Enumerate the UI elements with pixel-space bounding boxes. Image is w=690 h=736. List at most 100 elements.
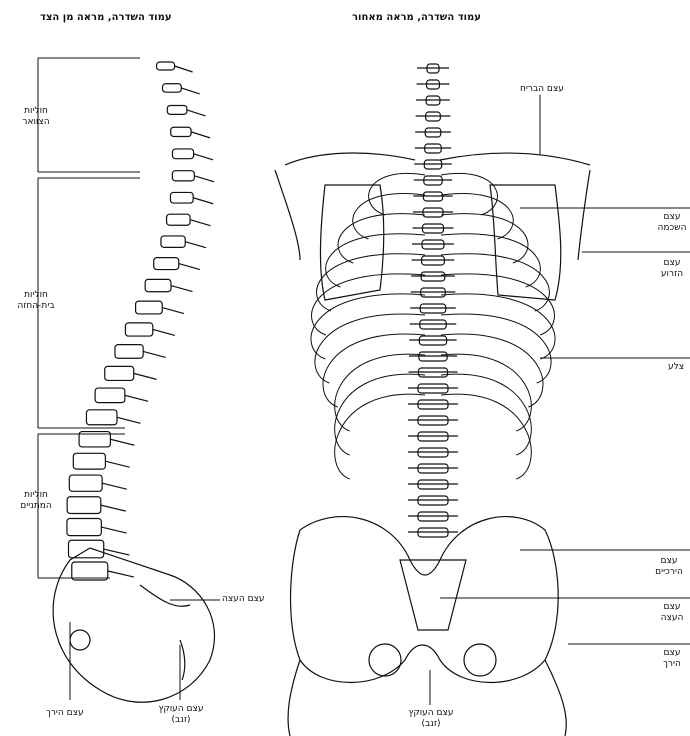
back-vertebra bbox=[417, 64, 449, 73]
rib-left bbox=[353, 194, 425, 239]
back-vertebra bbox=[410, 304, 456, 313]
side-vertebra bbox=[136, 301, 184, 314]
label-back-sacrum: עצם העצה bbox=[654, 602, 690, 624]
label-clavicle: עצם הבריח bbox=[520, 84, 564, 95]
label-thoracic: חוליות בית-החזה bbox=[4, 290, 68, 312]
back-vertebra bbox=[412, 256, 455, 265]
rib-left bbox=[323, 334, 425, 407]
label-lumbar-line2: המתניים bbox=[4, 501, 68, 512]
back-view-title: עמוד השדרה, מראה מאחור bbox=[352, 12, 481, 23]
side-vertebra bbox=[154, 258, 200, 270]
label-ilium-line1: עצם bbox=[648, 556, 690, 567]
side-vertebra bbox=[157, 62, 193, 72]
back-vertebra bbox=[409, 336, 456, 345]
rib-left bbox=[326, 234, 425, 287]
back-view-spine bbox=[400, 64, 466, 630]
side-view-title: עמוד השדרה, מראה מן הצד bbox=[40, 12, 172, 23]
side-vertebra bbox=[170, 192, 213, 203]
back-vertebra bbox=[411, 288, 456, 297]
back-vertebra bbox=[416, 96, 450, 105]
back-vertebra bbox=[413, 208, 453, 217]
side-vertebra bbox=[172, 171, 214, 182]
back-vertebra bbox=[408, 368, 457, 377]
label-scapula: עצם השכמה bbox=[654, 212, 690, 234]
label-ilium-line2: הירכיים bbox=[648, 567, 690, 578]
back-vertebra bbox=[408, 496, 458, 505]
label-femur-line1: עצם bbox=[654, 648, 690, 659]
label-thoracic-line1: חוליות bbox=[4, 290, 68, 301]
side-vertebra bbox=[86, 410, 140, 425]
back-vertebra bbox=[408, 432, 458, 441]
label-back-sacrum-line2: העצה bbox=[654, 613, 690, 624]
back-vertebra bbox=[408, 528, 458, 537]
back-vertebra bbox=[408, 416, 458, 425]
back-vertebra bbox=[408, 448, 458, 457]
label-side-sacrum: עצם העצה bbox=[222, 594, 265, 605]
label-lumbar-line1: חוליות bbox=[4, 490, 68, 501]
label-femur-line2: הירך bbox=[654, 659, 690, 670]
back-pelvis bbox=[291, 517, 559, 683]
back-vertebra bbox=[417, 80, 450, 89]
rib-left bbox=[311, 294, 425, 359]
label-humerus-line1: עצם bbox=[654, 258, 690, 269]
side-pelvis bbox=[53, 548, 214, 702]
back-vertebra bbox=[415, 128, 451, 137]
label-cervical: חוליות הצוואר bbox=[6, 106, 66, 128]
back-vertebra bbox=[413, 224, 454, 233]
label-side-coccyx-line1: עצם העוקץ bbox=[150, 704, 212, 715]
side-vertebra bbox=[115, 345, 166, 359]
side-brackets bbox=[38, 58, 220, 700]
label-femur: עצם הירך bbox=[654, 648, 690, 670]
back-vertebra bbox=[412, 240, 454, 249]
rib-left bbox=[312, 274, 425, 335]
label-back-coccyx: עצם העוקץ (זנב) bbox=[400, 708, 462, 730]
label-scapula-line2: השכמה bbox=[654, 223, 690, 234]
side-vertebra bbox=[171, 127, 210, 138]
label-ribs: צלע bbox=[668, 362, 684, 373]
rib-right bbox=[441, 234, 540, 287]
label-back-coccyx-line2: (זנב) bbox=[400, 719, 462, 730]
label-lumbar: חוליות המתניים bbox=[4, 490, 68, 512]
rib-right bbox=[441, 194, 513, 239]
side-vertebra bbox=[105, 366, 157, 380]
back-vertebra bbox=[415, 144, 452, 153]
side-vertebra bbox=[67, 519, 127, 536]
back-vertebra bbox=[416, 112, 451, 121]
rib-right bbox=[441, 214, 528, 263]
side-vertebra bbox=[67, 497, 126, 514]
label-back-sacrum-line1: עצם bbox=[654, 602, 690, 613]
label-humerus: עצם הזרוע bbox=[654, 258, 690, 280]
label-side-coccyx: עצם העוקץ (זנב) bbox=[150, 704, 212, 726]
back-vertebra bbox=[408, 384, 458, 393]
side-vertebra bbox=[161, 236, 206, 248]
side-vertebra bbox=[95, 388, 148, 403]
back-vertebra bbox=[411, 272, 455, 281]
side-vertebra bbox=[73, 453, 129, 469]
back-vertebra bbox=[410, 320, 456, 329]
back-vertebra bbox=[413, 192, 452, 201]
rib-left bbox=[338, 214, 425, 263]
label-side-coccyx-line2: (זנב) bbox=[150, 715, 212, 726]
side-vertebra bbox=[69, 475, 126, 491]
rib-right bbox=[441, 314, 551, 383]
rib-right bbox=[441, 334, 543, 407]
side-vertebra bbox=[172, 149, 213, 160]
back-pointers bbox=[430, 95, 690, 705]
rib-right bbox=[441, 294, 555, 359]
back-vertebra bbox=[408, 512, 458, 521]
rib-left bbox=[315, 314, 425, 383]
rib-left bbox=[317, 254, 425, 311]
label-cervical-line1: חוליות bbox=[6, 106, 66, 117]
back-vertebra bbox=[414, 160, 451, 169]
label-thoracic-line2: בית-החזה bbox=[4, 301, 68, 312]
label-humerus-line2: הזרוע bbox=[654, 269, 690, 280]
side-vertebra bbox=[162, 84, 199, 94]
back-vertebra bbox=[414, 176, 452, 185]
label-ilium: עצם הירכיים bbox=[648, 556, 690, 578]
back-vertebra bbox=[408, 400, 458, 409]
side-vertebra bbox=[145, 279, 192, 291]
label-cervical-line2: הצוואר bbox=[6, 117, 66, 128]
left-scapula bbox=[320, 185, 383, 300]
side-vertebra bbox=[167, 214, 211, 226]
